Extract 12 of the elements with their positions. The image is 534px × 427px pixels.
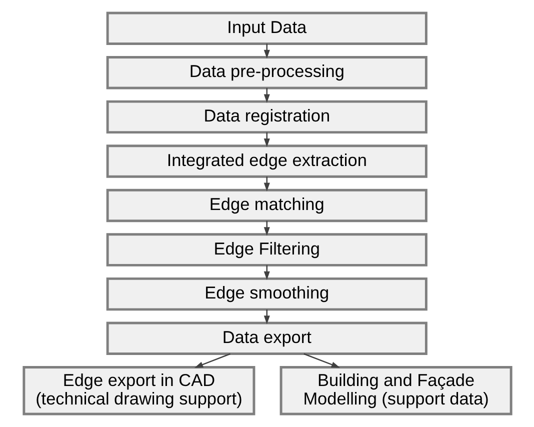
arrow: [194, 353, 230, 368]
node-box: Data registration: [106, 100, 427, 134]
node-box: Edge matching: [106, 188, 427, 222]
node-box: Data export: [106, 322, 427, 355]
node-box: Building and Façade Modelling (support data): [279, 366, 512, 416]
node-box: Integrated edge extraction: [106, 144, 427, 178]
node-box: Input Data: [106, 12, 427, 45]
arrow: [303, 353, 340, 368]
node-box: Edge Filtering: [106, 233, 427, 266]
node-box: Edge export in CAD (technical drawing support): [22, 366, 255, 416]
node-box: Edge smoothing: [106, 277, 427, 311]
node-box: Data pre-processing: [106, 56, 427, 90]
